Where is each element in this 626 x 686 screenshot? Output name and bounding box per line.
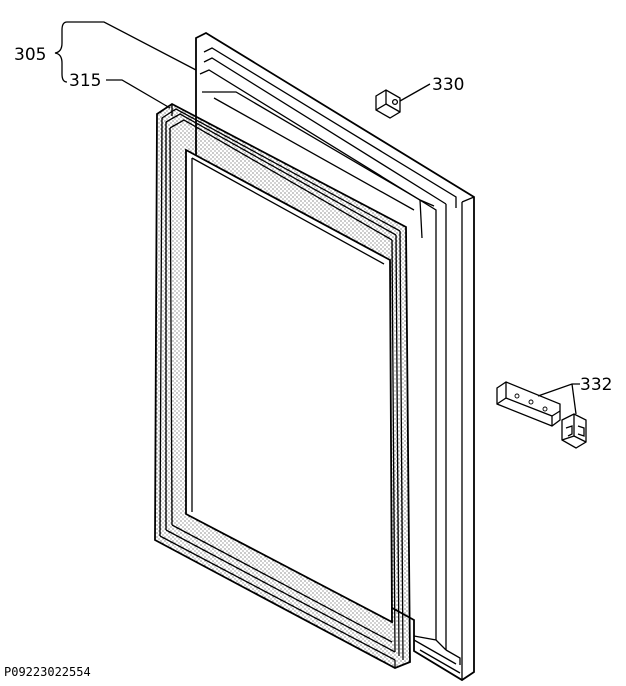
label-330: 330 <box>432 75 464 95</box>
callout-330: 330 <box>399 75 464 102</box>
hinge-part <box>496 381 587 449</box>
drawing-code: P09223022554 <box>4 665 91 679</box>
label-332: 332 <box>580 375 612 395</box>
label-315: 315 <box>69 71 101 91</box>
callout-315: 315 <box>69 71 171 109</box>
callout-305: 305 <box>14 21 197 83</box>
cap-part <box>375 89 401 119</box>
callout-332: 332 <box>537 375 612 415</box>
door-gasket <box>154 102 411 669</box>
label-305: 305 <box>14 45 46 65</box>
